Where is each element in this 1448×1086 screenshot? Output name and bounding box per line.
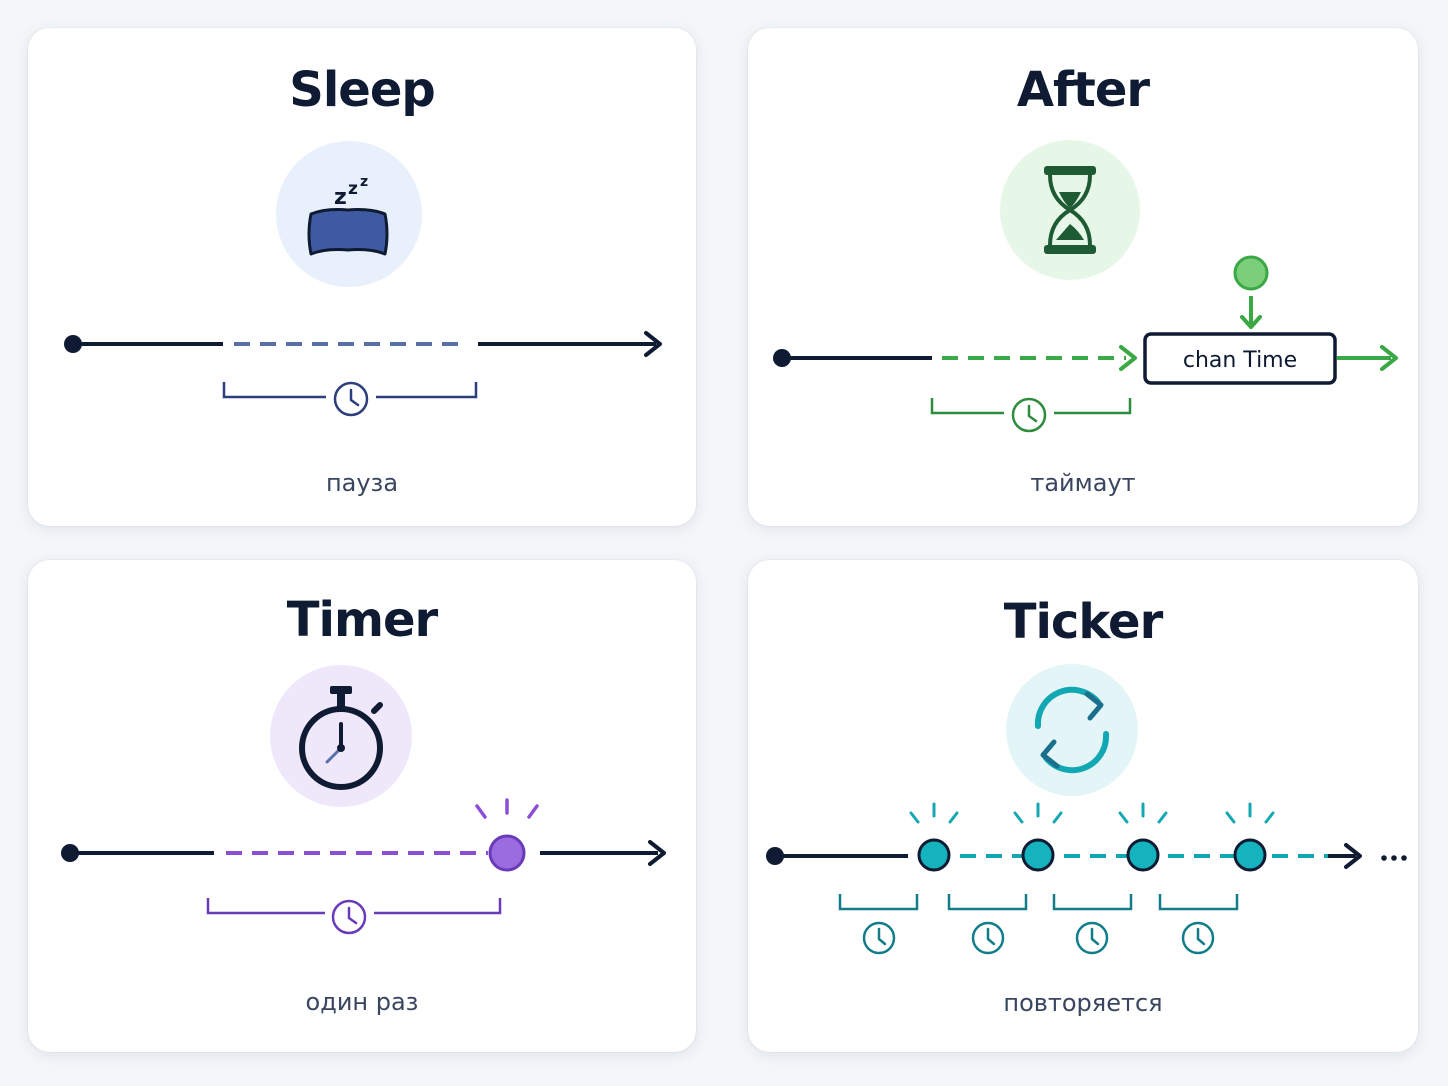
timer-timeline (61, 798, 666, 872)
chan-time-box: chan Time (1143, 332, 1337, 385)
ticker-caption: повторяется (1003, 989, 1163, 1017)
sleep-diagram: z z z (64, 141, 662, 417)
pillow-zzz-icon: z z z (276, 141, 422, 287)
clock-icon (862, 921, 896, 955)
ticker-card: Ticker (748, 560, 1418, 1052)
after-timeline (773, 345, 1137, 371)
refresh-cycle-icon (1006, 664, 1138, 796)
after-duration-bracket (930, 397, 1132, 433)
clock-icon (1075, 921, 1109, 955)
signal-dot (1233, 255, 1269, 329)
svg-text:z: z (348, 179, 358, 199)
tick-events (909, 802, 1275, 872)
timer-diagram (61, 665, 666, 935)
sleep-timeline (64, 331, 662, 357)
clock-icon (331, 899, 367, 935)
ticker-title: Ticker (1003, 594, 1164, 650)
sleep-title: Sleep (289, 62, 436, 118)
clock-icon (333, 381, 369, 417)
timer-title: Timer (286, 592, 438, 648)
sleep-duration-bracket (222, 381, 478, 417)
hourglass-icon (1000, 140, 1140, 280)
timer-duration-bracket (206, 898, 502, 935)
timer-card: Timer (28, 560, 696, 1052)
stopwatch-icon (270, 665, 412, 807)
ticker-diagram (766, 664, 1407, 955)
tick-2 (1013, 802, 1063, 872)
chan-time-label: chan Time (1183, 348, 1297, 373)
clock-icon (1181, 921, 1215, 955)
clock-icon (1011, 397, 1047, 433)
after-diagram: chan Time (773, 140, 1398, 433)
after-title: After (1016, 62, 1150, 118)
fire-burst (475, 798, 539, 819)
tick-4 (1225, 802, 1275, 872)
tick-3 (1118, 802, 1168, 872)
clock-icon (971, 921, 1005, 955)
after-output-arrow (1337, 345, 1398, 371)
after-card: After chan Time (748, 28, 1418, 526)
after-caption: таймаут (1030, 469, 1136, 497)
interval-brackets (838, 894, 1239, 955)
svg-text:z: z (334, 185, 347, 210)
tick-1 (909, 802, 959, 872)
timer-caption: один раз (305, 988, 419, 1016)
sleep-caption: пауза (325, 469, 399, 497)
ticker-timeline (766, 843, 1407, 869)
sleep-card: Sleep z z z пауза (28, 28, 696, 526)
svg-text:z: z (360, 174, 368, 190)
